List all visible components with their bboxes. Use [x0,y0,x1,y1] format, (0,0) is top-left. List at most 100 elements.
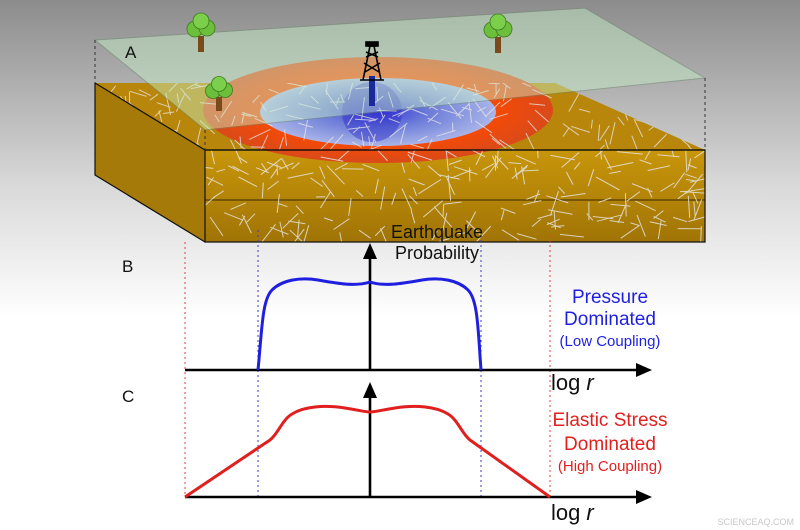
fracture-line [361,97,365,120]
fracture-line [578,108,591,113]
fracture-line [686,179,697,182]
fracture-line [241,112,245,124]
fracture-line [644,150,652,161]
x-axis-label-c-log: log [551,500,580,525]
fracture-line [447,174,452,201]
fracture-line [419,96,426,108]
pressure-curve [256,277,483,371]
pressure-label-line2: Dominated [564,309,656,330]
fracture-line [529,103,546,106]
fracture-line [687,145,695,150]
fracture-line [647,165,671,171]
fracture-line [340,93,344,103]
fracture-line [561,152,580,168]
fracture-line [249,128,271,140]
fracture-line [261,182,264,199]
fracture-line [407,153,421,169]
fracture-line [607,162,634,169]
watermark: SCIENCEAQ.COM [717,517,794,527]
fracture-line [380,228,387,242]
fracture-line [636,214,646,237]
fracture-line [241,112,258,118]
fracture-line [245,213,256,224]
fracture-line [609,170,621,174]
fracture-line [587,169,595,187]
fracture-line [266,161,283,169]
fracture-line [562,127,570,137]
fracture-line [321,180,335,197]
fracture-line [270,226,289,235]
fracture-line [254,117,273,127]
fracture-line [293,228,305,242]
fracture-line [400,123,407,144]
fracture-line [241,113,252,117]
fracture-line [485,101,501,117]
fracture-line [368,136,371,146]
fracture-line [609,220,625,223]
fracture-line [453,166,478,175]
fracture-line [438,174,460,180]
fracture-line [598,197,612,203]
fracture-line [378,107,384,118]
fracture-line [488,83,500,85]
fracture-line [260,101,267,112]
fracture-line [227,165,240,172]
fracture-line [473,83,478,94]
fracture-line [326,165,345,185]
fracture-line [631,135,641,150]
fracture-line [154,109,162,117]
fracture-line [408,195,418,205]
elastic-label-line3: (High Coupling) [558,458,662,475]
fracture-line [521,166,526,185]
fracture-line [214,114,220,123]
fracture-line [565,171,574,185]
fracture-line [657,220,662,240]
fracture-line [401,188,413,211]
fracture-line [610,203,631,207]
fracture-line [514,166,528,177]
fracture-line [562,123,580,136]
fracture-line [286,114,304,120]
fracture-line [320,156,344,162]
fracture-line [361,131,365,147]
fracture-line [351,141,362,148]
elastic-curve [184,404,551,499]
fracture-line [287,172,314,179]
fracture-line [631,183,653,193]
y-axis-arrow-c [363,382,377,398]
fracture-line [472,90,489,96]
fracture-line [672,216,688,223]
x-axis-label-b-log: log [551,370,580,395]
fracture-line [546,218,560,226]
fracture-line [428,96,447,109]
fracture-line [427,165,442,177]
fracture-line [231,116,236,126]
fracture-line [617,116,625,126]
fracture-line [660,182,675,192]
fracture-line [427,112,439,123]
fracture-line [374,178,379,194]
fracture-line [422,139,433,150]
fracture-line [657,154,680,158]
fracture-line [515,155,537,165]
fracture-line [558,186,566,194]
fracture-line [298,103,321,110]
fracture-line [448,159,462,165]
fracture-line [677,189,691,200]
fracture-line [447,102,462,119]
fracture-line [688,216,705,222]
fracture-line [257,134,269,150]
fracture-line [635,200,656,212]
fracture-line [389,122,408,138]
fracture-line [180,87,192,101]
fracture-line [379,114,386,124]
fracture-line [620,224,640,239]
fracture-line [687,158,692,171]
fracture-line [550,191,559,215]
fracture-line [546,195,569,204]
fracture-line [436,130,456,137]
fracture-line [207,177,214,186]
fracture-line [533,189,540,203]
